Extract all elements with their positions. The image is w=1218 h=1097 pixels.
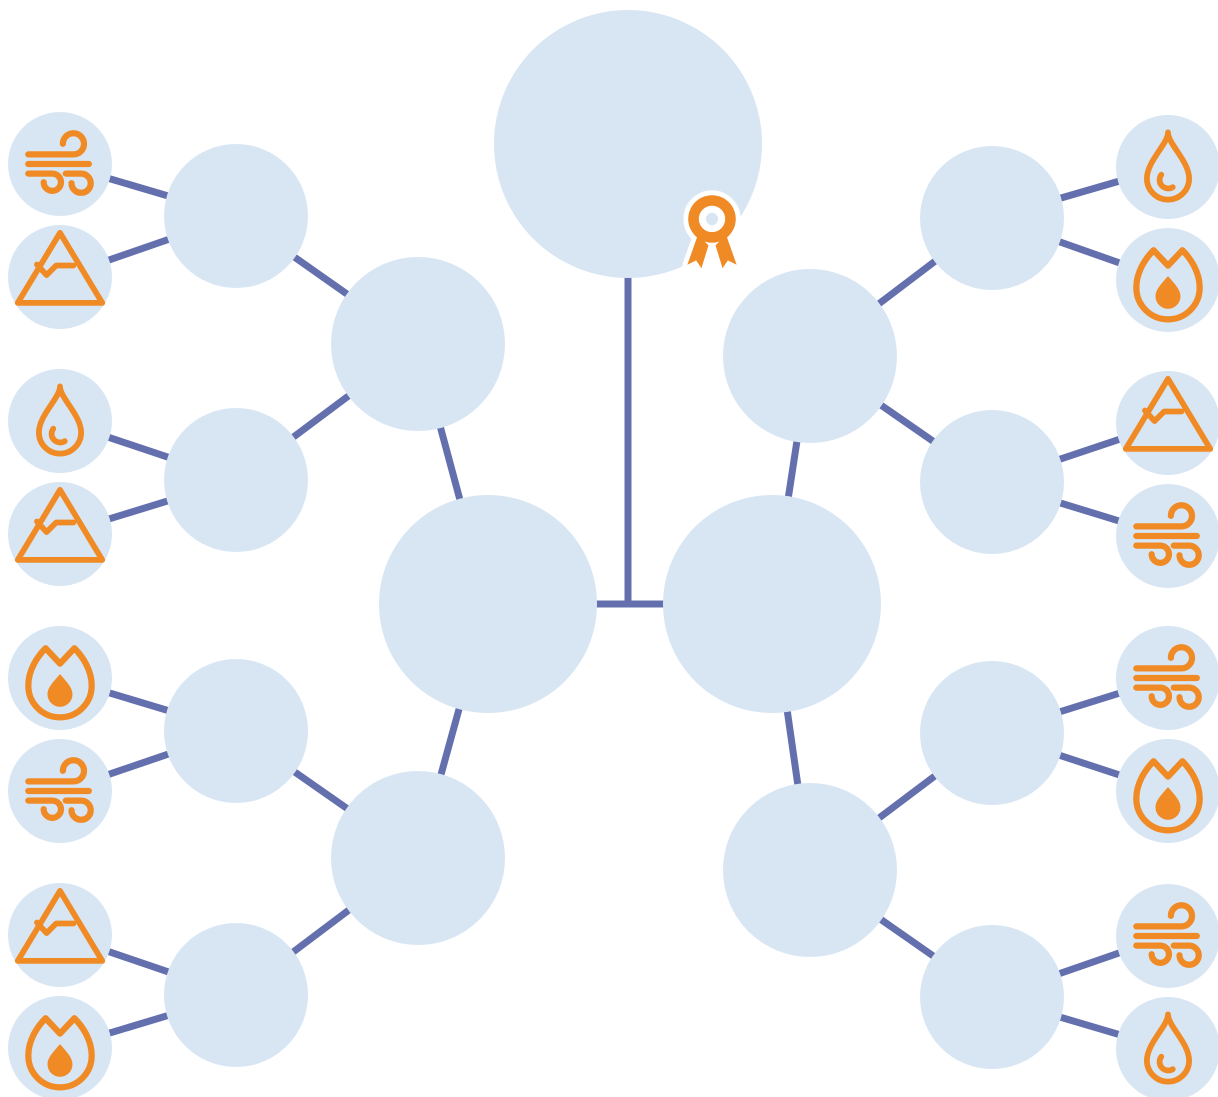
quarterfinal-node-left: [331, 257, 505, 431]
round-of-16-node-left: [164, 659, 308, 803]
entrant-node-right: [1116, 371, 1218, 475]
bracket-connectors: [58, 160, 1170, 1053]
round-of-16-node-right: [920, 925, 1064, 1069]
round-of-16-node-right: [920, 146, 1064, 290]
quarterfinal-node-right: [723, 783, 897, 957]
entrant-node-left: [8, 883, 112, 987]
bracket-nodes: [8, 10, 1218, 1097]
round-of-16-node-left: [164, 408, 308, 552]
entrant-node-left: [8, 482, 112, 586]
round-of-16-node-left: [164, 144, 308, 288]
entrant-node-left: [8, 369, 112, 473]
semifinal-node-right: [663, 495, 881, 713]
entrant-node-left: [8, 225, 112, 329]
award-ribbon-icon: [687, 195, 736, 268]
round-of-16-node-right: [920, 410, 1064, 554]
quarterfinal-node-left: [331, 771, 505, 945]
round-of-16-node-right: [920, 661, 1064, 805]
entrant-node-right: [1116, 997, 1218, 1097]
round-of-16-node-left: [164, 923, 308, 1067]
entrant-node-right: [1116, 115, 1218, 219]
quarterfinal-node-right: [723, 269, 897, 443]
semifinal-node-left: [379, 495, 597, 713]
